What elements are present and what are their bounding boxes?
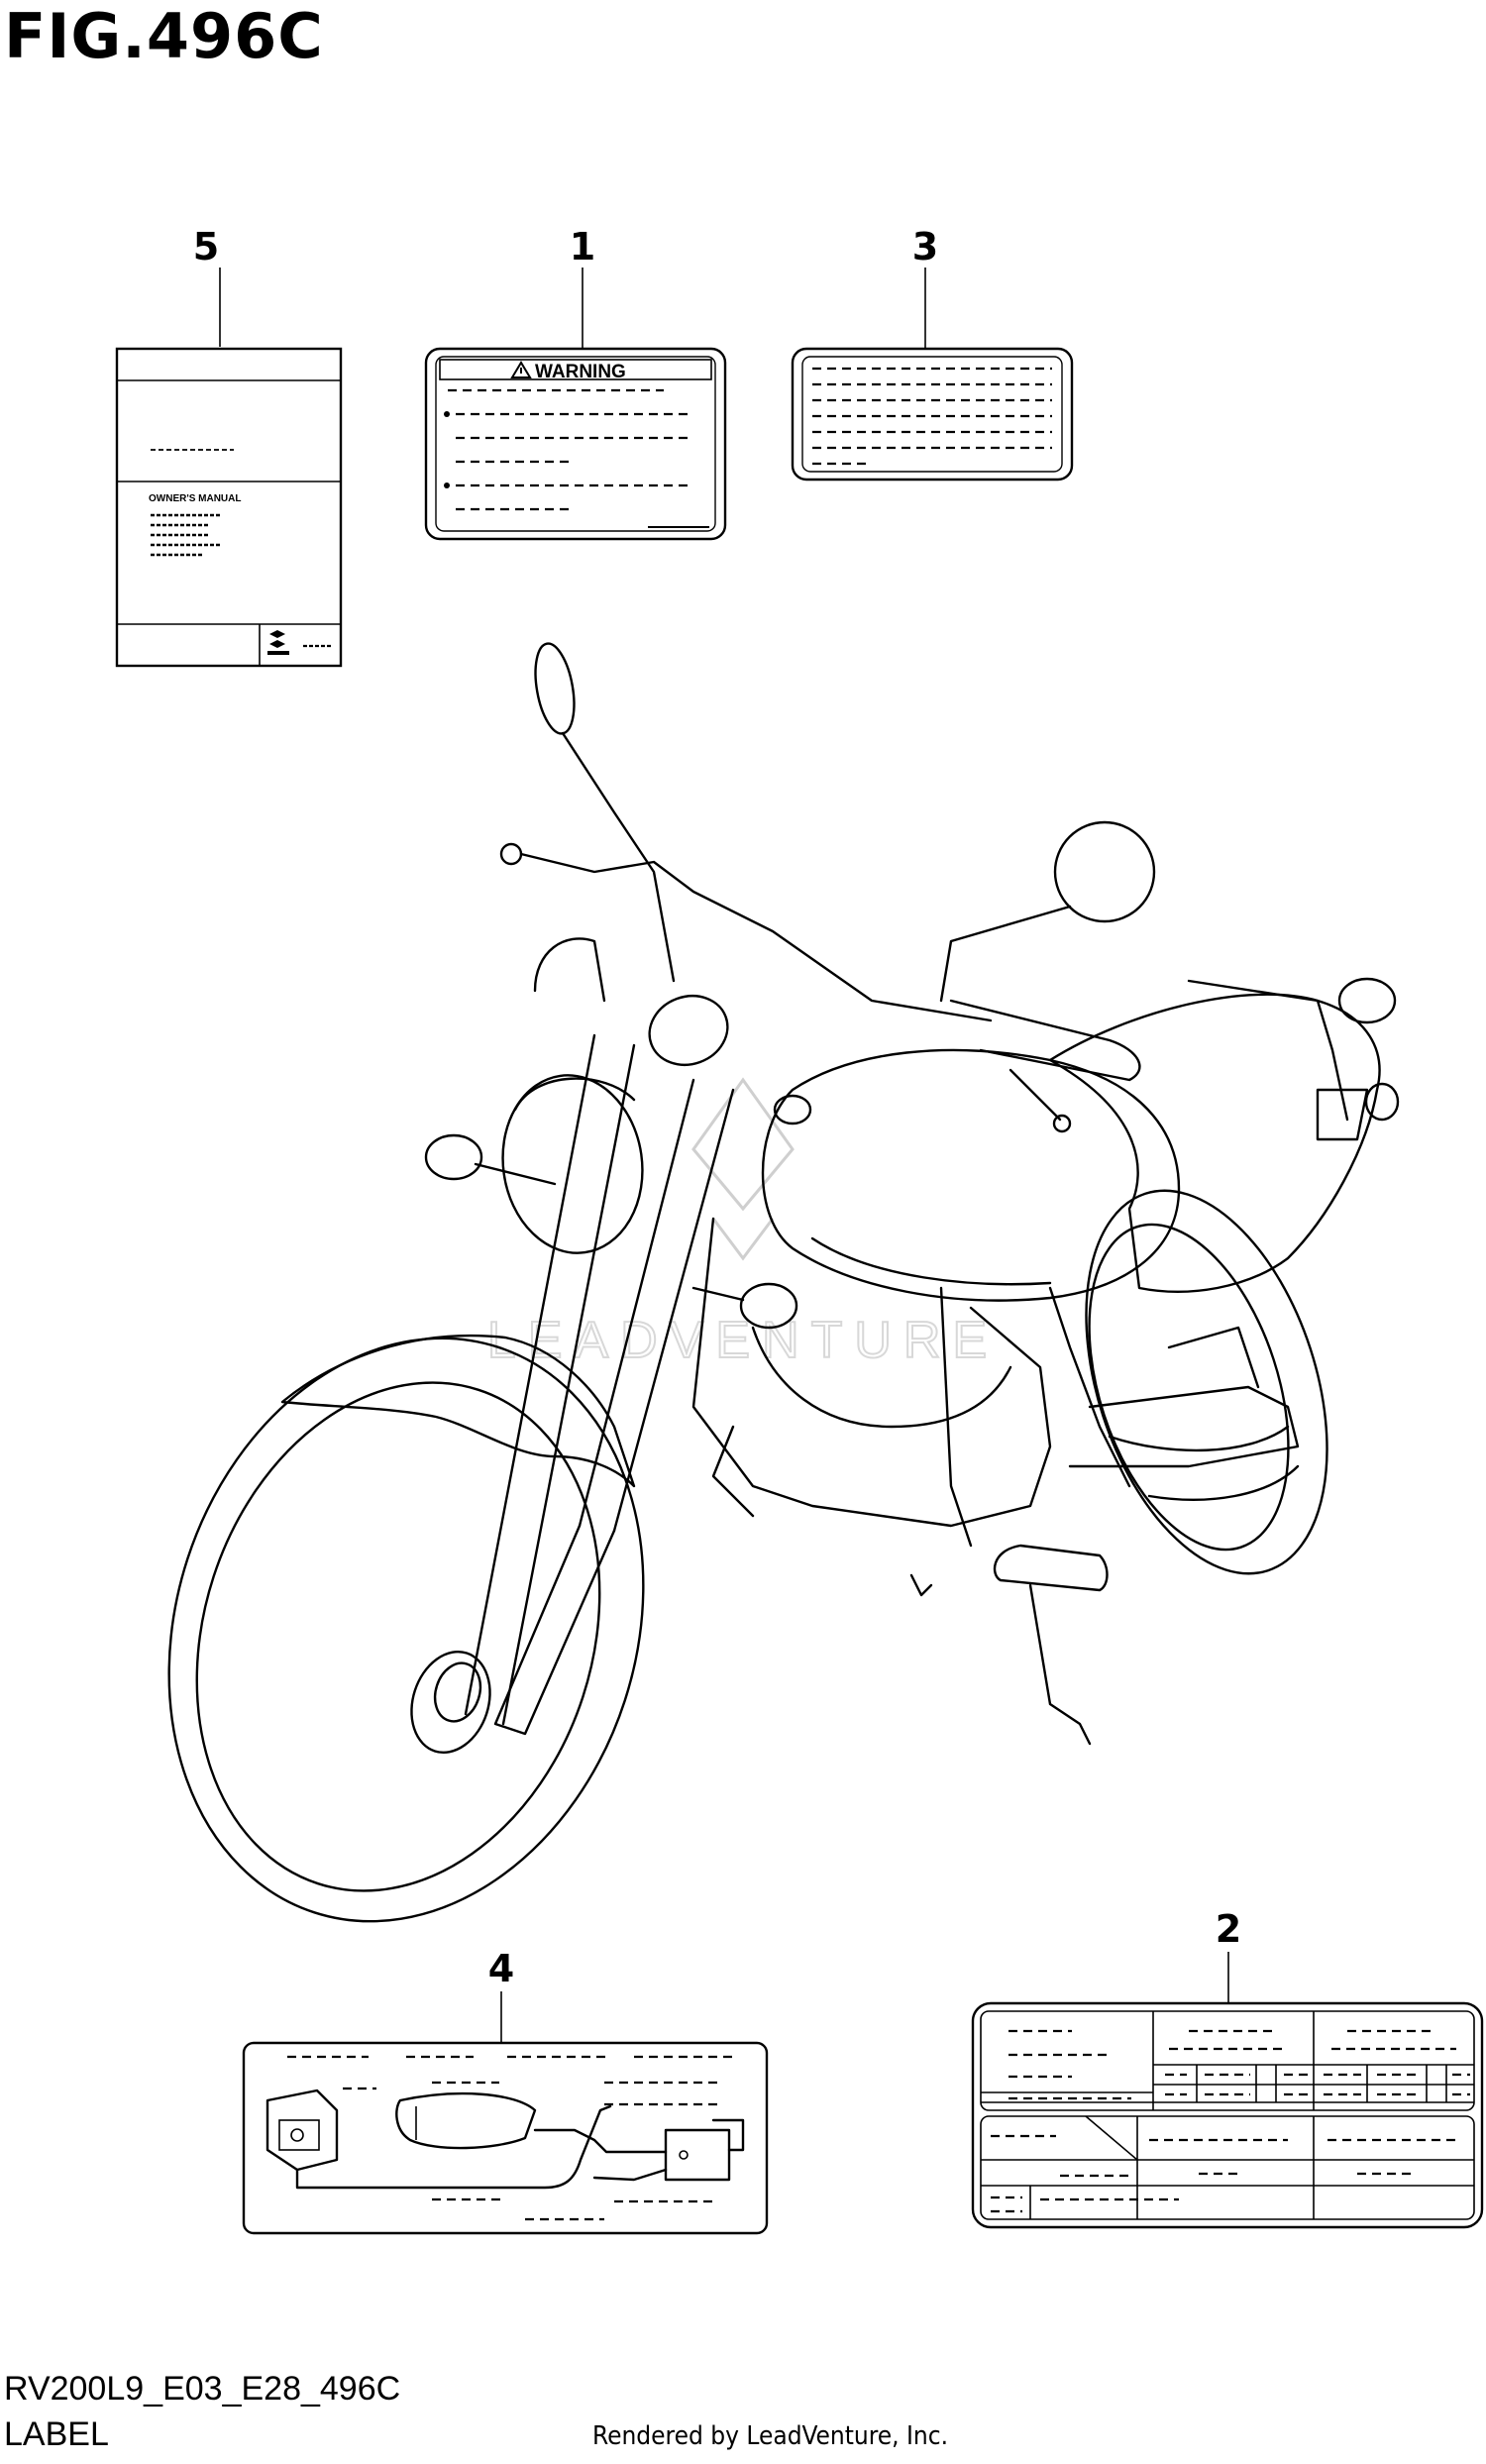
callout-number: 4 xyxy=(488,1947,514,1990)
callout-4: 4 xyxy=(488,1947,514,2043)
callout-3: 3 xyxy=(912,225,938,349)
watermark-text: LEADVENTURE xyxy=(487,1312,999,1369)
owners-manual: OWNER'S MANUAL xyxy=(115,347,343,668)
tire-information-label xyxy=(971,2001,1484,2229)
hose-routing-label xyxy=(242,2041,769,2235)
figure-title: FIG.496C xyxy=(4,0,324,72)
figure-code: RV200L9_E03_E28_496C xyxy=(4,2370,401,2408)
suzuki-logo-icon xyxy=(267,630,289,655)
warning-heading: WARNING xyxy=(535,362,626,382)
callout-number: 2 xyxy=(1216,1907,1241,1951)
leadventure-watermark-icon: LEADVENTURE xyxy=(486,1077,999,1370)
callout-number: 3 xyxy=(912,225,938,268)
callout-number: 1 xyxy=(570,225,595,268)
motorcycle-illustration: LEADVENTURE xyxy=(167,642,1400,1923)
information-label xyxy=(791,347,1074,482)
callout-2: 2 xyxy=(1216,1907,1241,2003)
warning-triangle-icon xyxy=(510,361,532,378)
render-credit: Rendered by LeadVenture, Inc. xyxy=(592,2421,949,2451)
callout-1: 1 xyxy=(570,225,595,349)
callout-5: 5 xyxy=(193,225,221,347)
callout-number: 5 xyxy=(193,225,219,268)
section-name: LABEL xyxy=(4,2415,109,2453)
warning-label: WARNING xyxy=(424,347,727,541)
manual-heading: OWNER'S MANUAL xyxy=(149,493,241,504)
